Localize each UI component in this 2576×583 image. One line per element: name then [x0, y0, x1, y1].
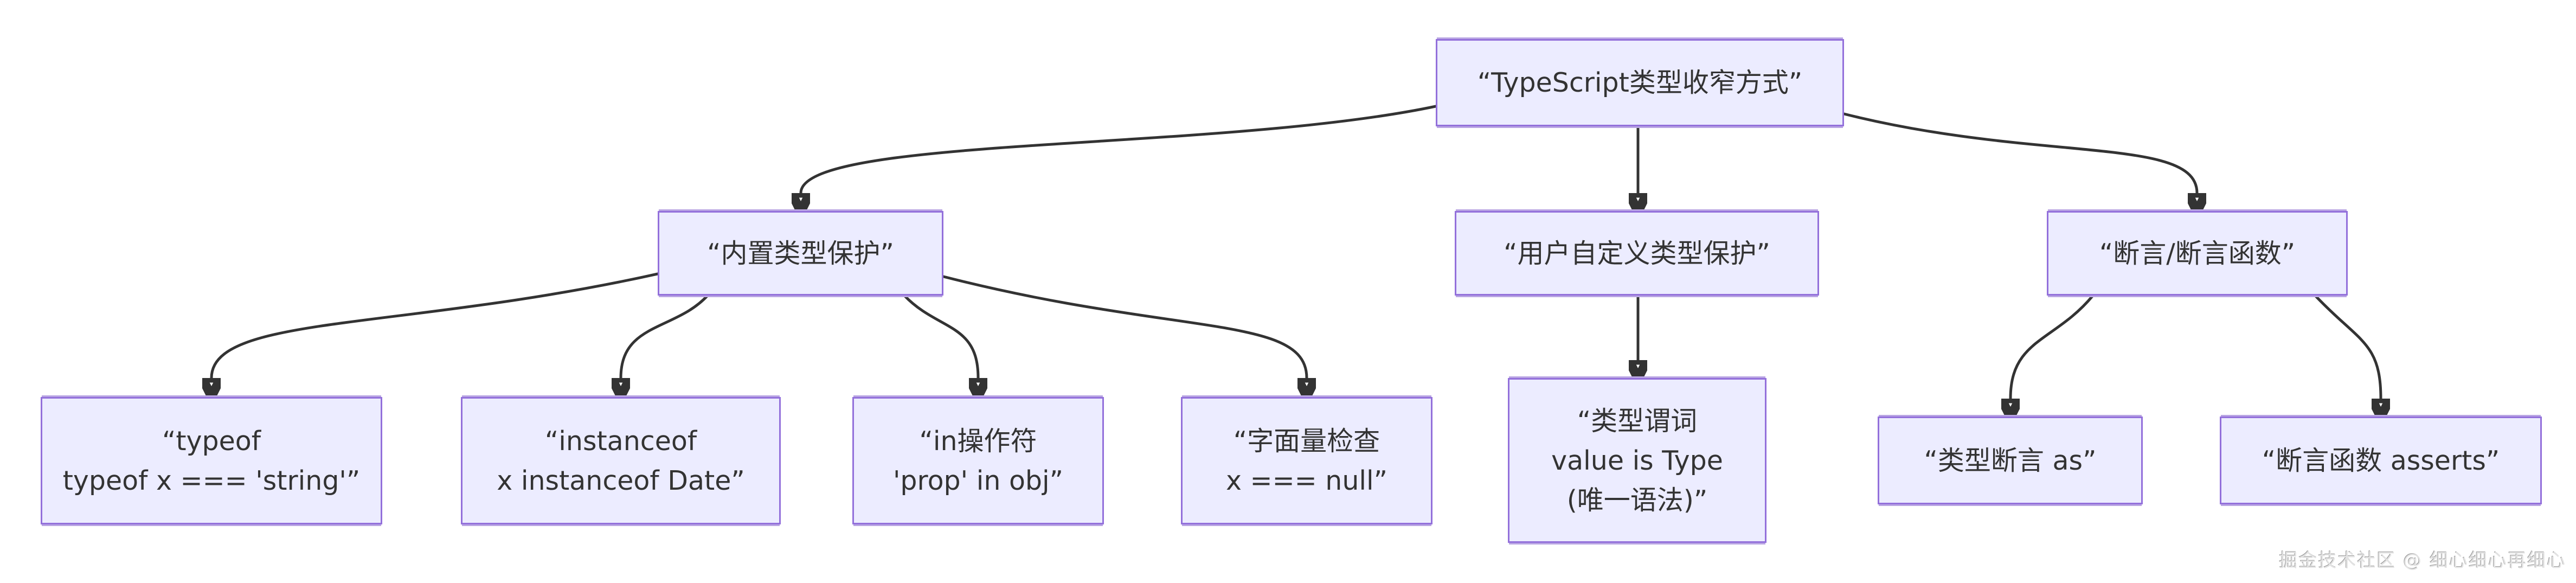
node-type-assertion-as-label: “类型断言 as” — [1924, 445, 2097, 476]
node-type-predicate: “类型谓词 value is Type (唯一语法)” — [1508, 378, 1766, 543]
node-type-assertion-as: “类型断言 as” — [1878, 417, 2143, 504]
edge-assertion-to-assert-function — [2314, 294, 2381, 399]
node-assert-function-asserts: “断言函数 asserts” — [2220, 417, 2542, 504]
juejin-watermark: 掘金技术社区 @ 细心细心再细心 — [2279, 550, 2566, 572]
edge-builtin-to-literal-check — [942, 275, 1307, 378]
node-assert-function-label: “断言函数 asserts” — [2262, 445, 2500, 476]
node-in-operator-label: “in操作符 'prop' in obj” — [892, 425, 1064, 496]
edge-root-to-builtin — [801, 105, 1437, 193]
node-user-defined-label: “用户自定义类型保护” — [1504, 238, 1770, 269]
node-root-label: “TypeScript类型收窄方式” — [1477, 67, 1803, 98]
node-typeof-guard: “typeof typeof x === 'string'” — [41, 397, 382, 524]
edge-builtin-to-instanceof — [621, 294, 709, 378]
node-instanceof-guard: “instanceof x instanceof Date” — [461, 397, 781, 524]
node-type-predicate-label: “类型谓词 value is Type (唯一语法)” — [1551, 405, 1723, 516]
edge-root-to-assertion — [1842, 112, 2197, 193]
edge-builtin-to-typeof — [211, 272, 659, 378]
node-builtin-label: “内置类型保护” — [707, 238, 894, 269]
node-literal-check-label: “字面量检查 x === null” — [1225, 425, 1388, 496]
node-literal-check: “字面量检查 x === null” — [1181, 397, 1432, 524]
node-typeof-label: “typeof typeof x === 'string'” — [62, 425, 361, 496]
node-instanceof-label: “instanceof x instanceof Date” — [497, 425, 745, 496]
edge-assertion-to-type-assertion-as — [2010, 294, 2095, 399]
node-in-operator: “in操作符 'prop' in obj” — [852, 397, 1104, 524]
node-assertion-label: “断言/断言函数” — [2099, 238, 2296, 269]
edge-builtin-to-in-operator — [903, 294, 978, 378]
node-assertion-functions: “断言/断言函数” — [2047, 211, 2348, 296]
node-root: “TypeScript类型收窄方式” — [1436, 39, 1844, 126]
node-builtin-type-guards: “内置类型保护” — [658, 211, 943, 296]
node-user-defined-type-guard: “用户自定义类型保护” — [1455, 211, 1819, 296]
